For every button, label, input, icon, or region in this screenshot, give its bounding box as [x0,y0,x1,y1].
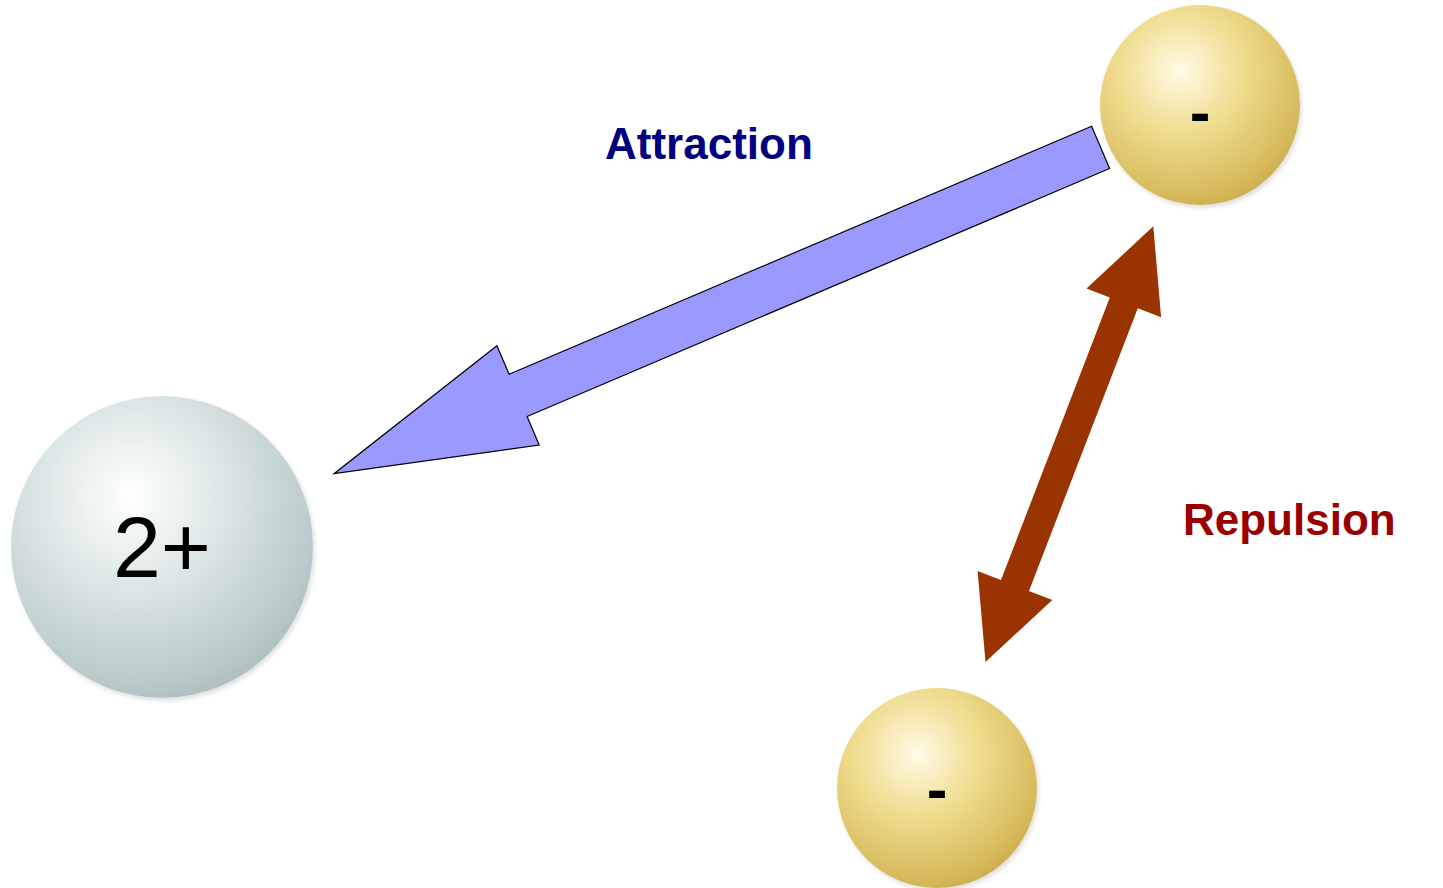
charge-label: - [1190,76,1211,147]
force-label: Repulsion [1183,496,1396,544]
force-label: Attraction [605,120,813,168]
anion-sphere: - [1100,5,1300,205]
charge-label: 2+ [113,498,211,597]
anion-sphere: - [837,688,1037,888]
cation-sphere: 2+ [11,396,313,698]
attraction-arrow [334,126,1110,474]
repulsion-arrow [978,226,1162,662]
charge-label: - [927,753,948,824]
